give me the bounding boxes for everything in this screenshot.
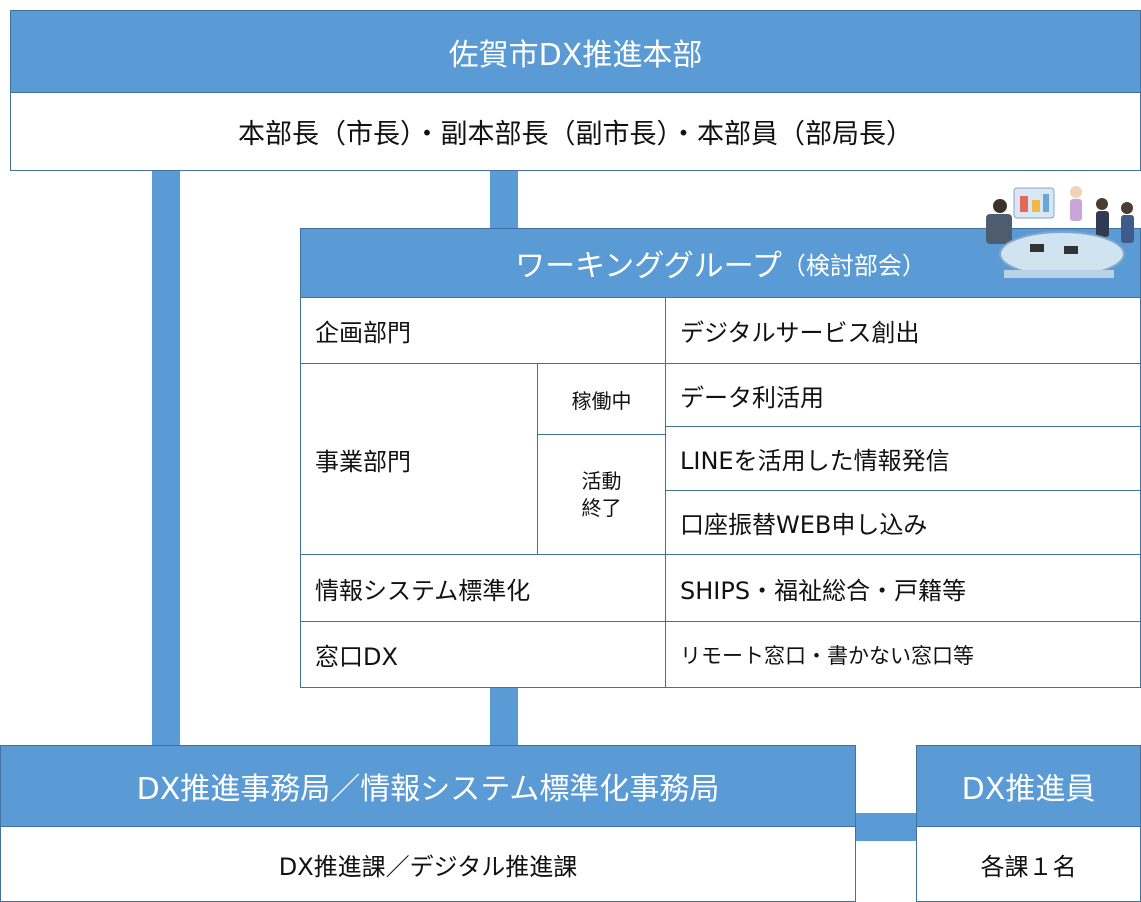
row-business-dept: 事業部門 [300,363,538,555]
promoters-body-text: 各課１名 [980,852,1077,881]
row-standardization-topic: SHIPS・福祉総合・戸籍等 [665,554,1141,622]
status-active: 稼働中 [537,363,666,435]
row-window-topic: リモート窓口・書かない窓口等 [665,621,1141,688]
meeting-illustration [972,182,1141,296]
row-planning-dept: 企画部門 [300,297,666,364]
connector-left-vertical [152,170,180,745]
secretariat-body-text: DX推進課／デジタル推進課 [278,852,578,881]
status-ended-line2: 終了 [581,495,622,520]
row-planning-dept-text: 企画部門 [315,319,411,347]
status-active-text: 稼働中 [571,388,632,413]
row-standardization-topic-text: SHIPS・福祉総合・戸籍等 [680,576,967,605]
row-business-topic-active: データ利活用 [665,363,1141,427]
row-business-topic-web-text: 口座振替WEB申し込み [680,511,928,539]
row-business-topic-line: LINEを活用した情報発信 [665,426,1141,491]
row-business-dept-text: 事業部門 [315,447,411,476]
promoters-title: DX推進員 [916,745,1141,827]
promoters-title-text: DX推進員 [961,772,1096,807]
connector-horizontal [855,813,917,841]
row-window-dept: 窓口DX [300,621,666,688]
headquarters-members-text: 本部長（市長）・副本部長（副市長）・本部員（部局長） [238,119,913,150]
row-business-topic-line-text: LINEを活用した情報発信 [680,447,950,475]
secretariat-body: DX推進課／デジタル推進課 [0,826,856,902]
promoters-body: 各課１名 [916,826,1141,902]
row-business-topic-web: 口座振替WEB申し込み [665,490,1141,555]
row-business-topic-active-text: データ利活用 [680,383,824,412]
row-planning-topic: デジタルサービス創出 [665,297,1141,364]
secretariat-title-text: DX推進事務局／情報システム標準化事務局 [136,772,720,807]
row-window-topic-text: リモート窓口・書かない窓口等 [680,643,974,668]
working-group-title-text: ワーキンググループ [515,249,782,284]
headquarters-members: 本部長（市長）・副本部長（副市長）・本部員（部局長） [10,92,1141,171]
meeting-illustration-svg [986,186,1134,278]
secretariat-title: DX推進事務局／情報システム標準化事務局 [0,745,856,827]
working-group-title-sub: （検討部会） [781,251,926,280]
row-standardization-dept-text: 情報システム標準化 [315,576,531,605]
connector-center-vertical-top [490,170,518,228]
connector-center-vertical-bottom [490,688,518,745]
status-ended: 活動 終了 [537,434,666,555]
row-planning-topic-text: デジタルサービス創出 [680,319,920,347]
status-ended-line1: 活動 [581,468,622,493]
row-standardization-dept: 情報システム標準化 [300,554,666,622]
row-window-dept-text: 窓口DX [315,643,398,671]
headquarters-title: 佐賀市DX推進本部 [10,10,1141,93]
headquarters-title-text: 佐賀市DX推進本部 [448,37,703,73]
